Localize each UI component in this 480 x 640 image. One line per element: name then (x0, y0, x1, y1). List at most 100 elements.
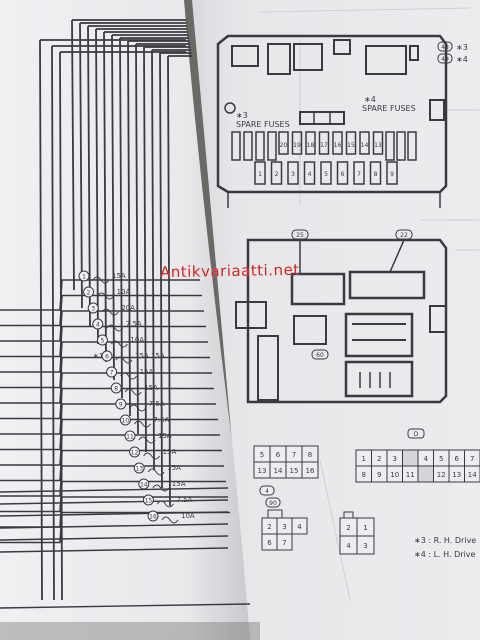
wire (143, 46, 147, 453)
connector-badge-number: 60 (316, 352, 324, 359)
fuse-slot (353, 161, 365, 185)
connector-socket-low (344, 360, 414, 398)
fuse-slot-number: 16 (334, 142, 342, 149)
fuse-number: 13 (135, 466, 143, 473)
fuse-rating: 7.5A (176, 496, 192, 504)
relay-badge (437, 53, 453, 64)
wire (0, 499, 229, 505)
badge (259, 485, 275, 496)
fuse-number-circle (129, 446, 141, 458)
connector-pin-number: 1 (362, 455, 366, 463)
wire (159, 52, 163, 489)
connector-left (235, 301, 267, 329)
fuse-number: 1 (82, 274, 86, 281)
fuse-slot-number: 5 (324, 171, 328, 178)
fuse-number-circle (87, 302, 99, 314)
connector-side-tab (429, 305, 447, 333)
relay-socket-1 (231, 45, 259, 67)
wire (0, 341, 208, 373)
fuse-number: 15 (145, 498, 153, 505)
wire (0, 279, 200, 311)
fuse-rating: 7.5A (149, 400, 165, 408)
wire (0, 387, 214, 420)
fuse-symbol (120, 372, 138, 380)
connector-pin-number: 4 (297, 523, 302, 531)
fuse-slot (336, 161, 349, 185)
fuse-slot-number: 2 (275, 171, 279, 178)
fuse-slot-number: 20 (280, 142, 288, 149)
fuse-symbol (156, 500, 174, 508)
connector-pin-number: 16 (306, 467, 315, 475)
fuse-symbol (133, 420, 151, 428)
connector-pin-number: 3 (393, 455, 397, 463)
relay-socket-5 (365, 45, 407, 75)
fuse-symbol (101, 308, 119, 316)
fuse-slot-number: 13 (374, 142, 382, 149)
connector-pin-number: 9 (377, 471, 381, 479)
fuse-number: 6 (105, 354, 109, 361)
connector-cell (417, 465, 434, 483)
connector-socket-mid (344, 312, 414, 358)
spare-fuse-slot (396, 131, 406, 161)
connector-pin-number: 2 (346, 524, 350, 532)
fuse-number: 8 (114, 386, 118, 393)
wire (39, 39, 43, 601)
fuse-symbol (115, 356, 133, 364)
wire (127, 40, 131, 417)
wire (167, 55, 171, 507)
relay-socket-6 (409, 45, 419, 61)
badge-number: 90 (269, 500, 277, 507)
spare-fuse-slot (407, 131, 417, 161)
fuse-slot-number: 8 (374, 171, 378, 178)
relay-badge-number: 48 (441, 44, 449, 51)
fuse-slot (254, 161, 266, 185)
fuse-number: 2 (87, 290, 91, 297)
connector-badge (311, 349, 329, 360)
wire (0, 547, 229, 553)
fuse-number: 12 (131, 450, 139, 457)
watermark-text: Antikvariaatti.net (159, 260, 300, 282)
connector-pin-number: 13 (258, 467, 267, 475)
fuse-rating: 15A 15A (135, 352, 165, 360)
fuse-number: 4 (96, 322, 100, 329)
connector-badge (291, 229, 309, 240)
connector-60 (293, 315, 327, 345)
wire (95, 28, 99, 345)
relay-badge-note: ∗4 (456, 55, 468, 64)
connector-pin-number: 5 (260, 451, 264, 459)
fuse-number-circle (78, 270, 90, 282)
fuse-slot (359, 131, 370, 155)
relay-socket-3 (293, 43, 323, 71)
spare-fuse-slot (267, 131, 277, 161)
connector-pin-number: 2 (267, 523, 271, 531)
connector-pin-number: 14 (274, 467, 283, 475)
wire (87, 25, 91, 327)
fuse-symbol (138, 436, 156, 444)
connector-pin-number: 1 (363, 524, 367, 532)
fuse-rating: 15A (140, 368, 154, 376)
connector-pin-number: 4 (424, 455, 429, 463)
spare-fuse-row (299, 111, 345, 125)
wire (51, 45, 55, 601)
wire (0, 487, 229, 493)
fuse-number-circle (110, 382, 122, 394)
spare-fuse-slot (243, 131, 253, 161)
left-page-sheet (0, 0, 250, 640)
connector-pin-number: 7 (292, 451, 296, 459)
spare-fuse-slot (231, 131, 241, 161)
fuse-rating: 7.5A (126, 320, 142, 328)
fuse-number-circle (138, 478, 150, 490)
connector-cell (276, 533, 293, 551)
fuse-slot (372, 131, 384, 155)
fuse-number: 10 (122, 418, 130, 425)
connector-badge-number: 22 (400, 232, 408, 239)
fuse-rating: 20A (121, 304, 135, 312)
fuse-number-circle (142, 494, 154, 506)
